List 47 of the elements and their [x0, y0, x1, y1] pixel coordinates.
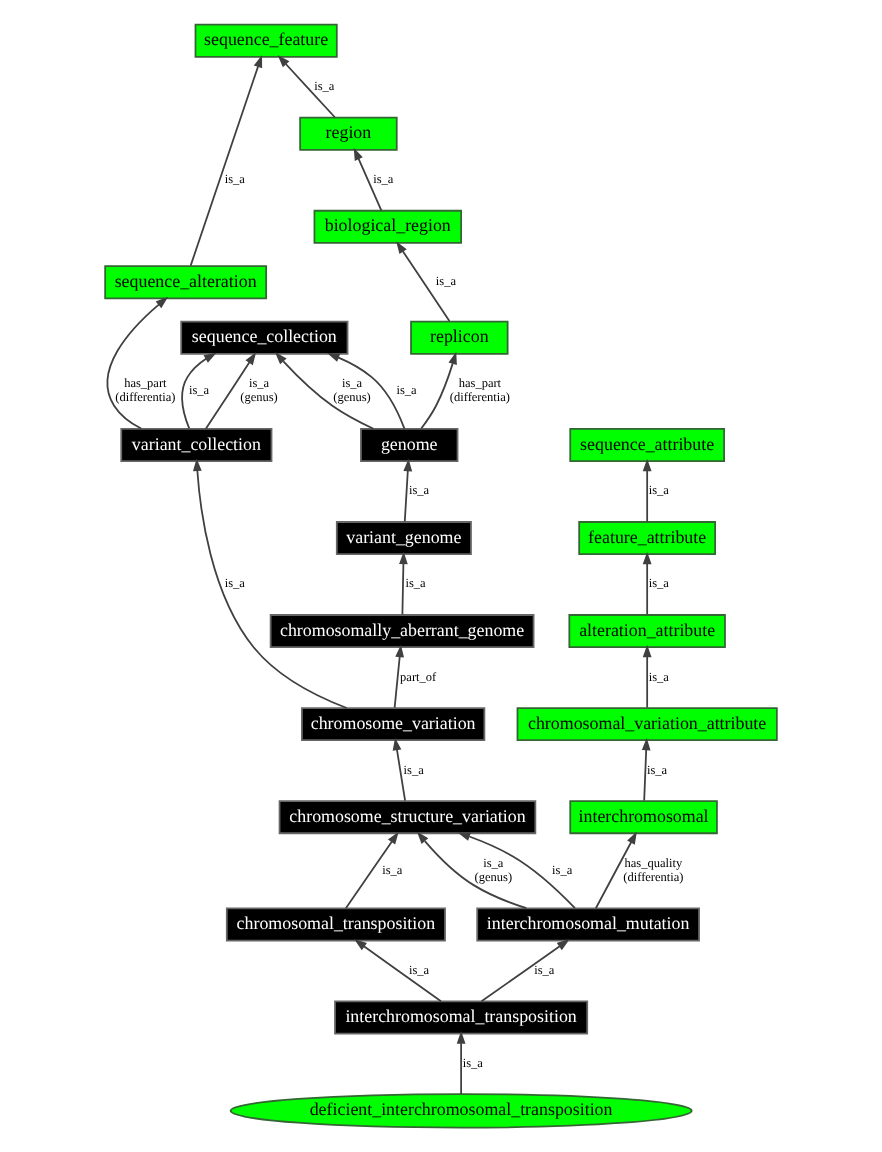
node-ellipse: deficient_interchromosomal_transposition — [229, 1093, 693, 1129]
arrow — [393, 644, 405, 709]
arrow — [457, 832, 576, 910]
arrow — [480, 939, 570, 1003]
node-box: sequence_feature — [194, 23, 338, 58]
arrow — [642, 458, 652, 523]
node-box: alteration_attribute — [568, 614, 726, 649]
node-box: chromosomal_transposition — [225, 907, 446, 942]
arrow — [399, 551, 408, 616]
arrow — [396, 241, 451, 322]
node-box: interchromosomal_transposition — [334, 1000, 589, 1035]
node-box: sequence_collection — [180, 320, 349, 355]
arrow — [594, 831, 637, 910]
arrow — [277, 55, 336, 119]
arrow — [416, 831, 528, 910]
arrow — [204, 352, 257, 430]
arrow — [353, 147, 383, 212]
node-box: feature_attribute — [578, 521, 717, 556]
node-box: sequence_alteration — [104, 265, 268, 300]
arrow — [642, 644, 652, 709]
node-box: region — [299, 116, 398, 151]
arrow — [344, 831, 399, 910]
node-box: interchromosomal — [569, 800, 718, 835]
node-box: chromosome_structure_variation — [278, 800, 537, 835]
node-box: biological_region — [313, 209, 462, 244]
arrow — [354, 939, 442, 1003]
node-box: replicon — [410, 320, 509, 355]
arrow — [274, 352, 375, 430]
node-box: chromosomally_aberrant_genome — [269, 614, 535, 649]
arrow — [456, 1031, 466, 1096]
arrow — [403, 458, 413, 523]
node-box: sequence_attribute — [569, 428, 725, 463]
node-box: chromosomal_variation_attribute — [516, 707, 778, 742]
node-box: genome — [360, 428, 459, 463]
arrow — [189, 54, 263, 267]
arrow — [641, 737, 651, 802]
node-box: interchromosomal_mutation — [476, 907, 700, 942]
arrow — [420, 351, 457, 430]
arrow — [642, 551, 652, 616]
node-box: chromosome_variation — [301, 707, 486, 742]
node-box: variant_genome — [335, 521, 472, 556]
arrow — [392, 737, 406, 802]
arrow — [327, 353, 406, 430]
arrow — [181, 352, 217, 430]
node-box: variant_collection — [120, 428, 273, 463]
arrow — [192, 458, 348, 709]
arrow — [106, 296, 169, 430]
